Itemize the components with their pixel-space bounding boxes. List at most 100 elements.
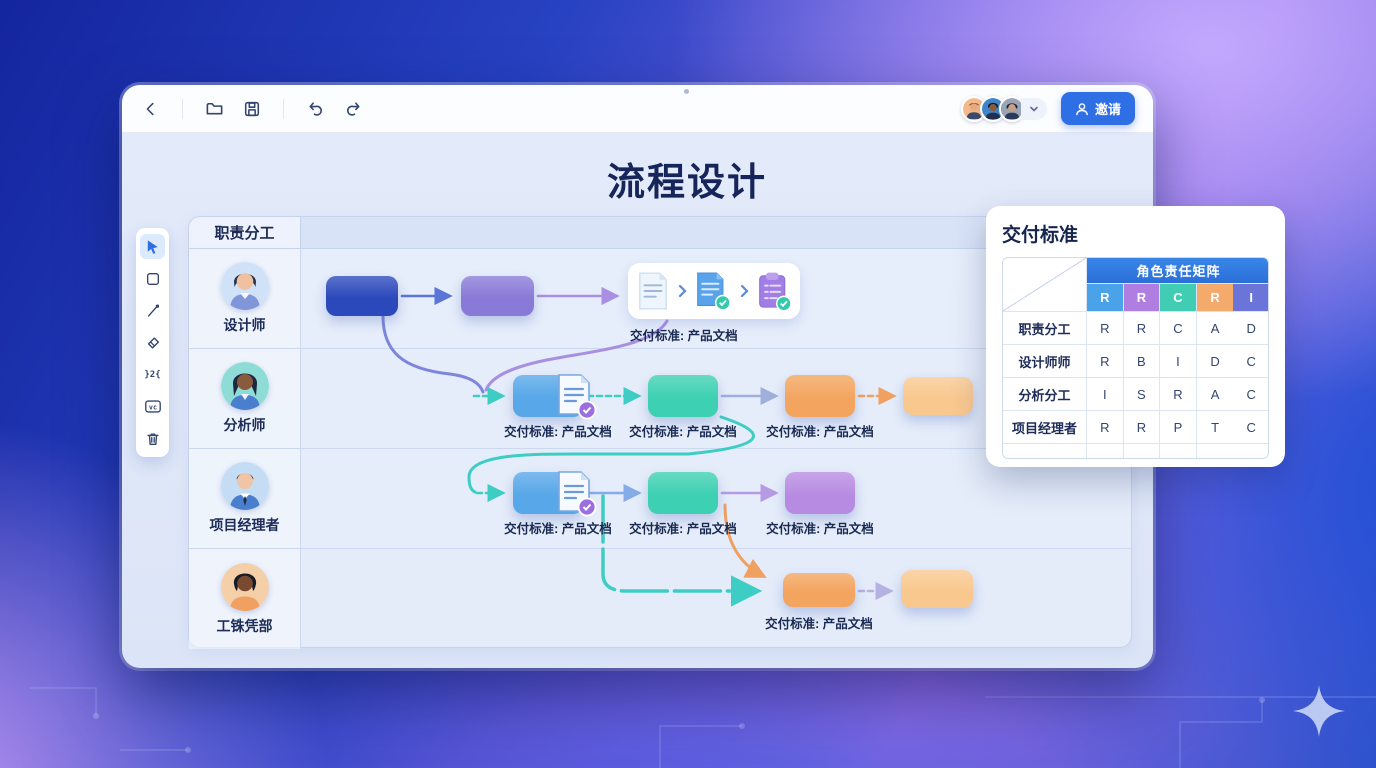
invite-label: 邀请: [1094, 102, 1121, 117]
matrix-cell: C: [1233, 345, 1268, 378]
lane-name: 分析师: [223, 417, 266, 433]
flow-node-output-copy[interactable]: [903, 377, 973, 415]
flow-node-design[interactable]: [461, 276, 534, 316]
redo-icon[interactable]: [342, 98, 364, 120]
matrix-cell: R: [1087, 345, 1124, 378]
matrix-cell: D: [1233, 312, 1268, 345]
matrix-cell: P: [1160, 411, 1197, 444]
ops-avatar: [220, 562, 269, 611]
matrix-row-label: 分析分工: [1003, 378, 1087, 411]
flow-node-analyze[interactable]: [648, 375, 718, 417]
designer-avatar: [220, 262, 269, 310]
lane-flow-area: [301, 549, 1131, 649]
lane-analyst: 分析师: [189, 349, 1131, 449]
flow-node-start[interactable]: [326, 276, 398, 316]
matrix-empty-cell: [1160, 444, 1197, 458]
matrix-cell: D: [1196, 345, 1234, 378]
matrix-cell: S: [1123, 378, 1161, 411]
matrix-chip: I: [1233, 284, 1268, 312]
toolbar-divider: [283, 98, 284, 119]
app-window: 邀请 流程设计 }2{ vc 职责分工: [122, 85, 1153, 668]
undo-icon[interactable]: [304, 98, 326, 120]
invite-button[interactable]: 邀请: [1060, 92, 1135, 125]
lane-designer: 设计师: [189, 249, 1131, 349]
document-icon: [639, 272, 667, 310]
matrix-empty-cell: [1123, 444, 1161, 458]
matrix-chip: C: [1160, 284, 1197, 312]
matrix-cell: A: [1196, 378, 1234, 411]
matrix-cell: I: [1160, 345, 1197, 378]
lane-name: 设计师: [223, 317, 266, 333]
camera-dot: [684, 89, 689, 94]
deliverable-label: 交付标准: 产品文档: [766, 522, 874, 536]
chevron-right-icon: [740, 284, 749, 298]
matrix-corner-cell: [1003, 258, 1087, 312]
matrix-empty-cell: [1087, 444, 1124, 458]
matrix-cell: R: [1123, 411, 1161, 444]
matrix-cell: R: [1160, 378, 1197, 411]
lane-label: 设计师: [189, 249, 301, 348]
pen-tool[interactable]: [140, 298, 165, 323]
numbering-icon: }2{: [144, 369, 161, 380]
window-toolbar: 邀请: [122, 85, 1153, 133]
sparkle-icon: [1292, 684, 1346, 738]
toolbar-divider: [182, 98, 183, 119]
deliverable-label: 交付标准: 产品文档: [765, 617, 873, 631]
deliverable-label: 交付标准: 产品文档: [766, 425, 874, 439]
matrix-cell: A: [1196, 312, 1234, 345]
version-control-tool[interactable]: vc: [140, 394, 165, 419]
document-check-icon: [697, 272, 731, 311]
person-icon: [1076, 102, 1088, 115]
numbering-tool[interactable]: }2{: [140, 362, 165, 387]
matrix-empty-cell: [1233, 444, 1268, 458]
matrix-cell: R: [1087, 312, 1124, 345]
matrix-chip: R: [1123, 284, 1161, 312]
flow-node-analyze-2[interactable]: [648, 472, 718, 514]
deliverable-card[interactable]: [628, 263, 800, 319]
svg-text:vc: vc: [148, 403, 156, 411]
matrix-cell: C: [1233, 378, 1268, 411]
page-title[interactable]: 流程设计: [606, 162, 767, 204]
collaborator-avatars: [960, 95, 1047, 122]
lane-label: 项目经理者: [189, 449, 301, 548]
flow-node-doc-review[interactable]: [513, 375, 583, 417]
shape-tool[interactable]: [140, 266, 165, 291]
raci-matrix-table: 角色责任矩阵 R R C R I 职责分工 R R C A D 设计师师 R B…: [1002, 257, 1269, 459]
clipboard-check-icon: [759, 272, 791, 311]
matrix-row-label: 职责分工: [1003, 312, 1087, 345]
trash-tool[interactable]: [140, 426, 165, 451]
lane-name: 项目经理者: [209, 517, 280, 533]
matrix-row-label: 设计师师: [1003, 345, 1087, 378]
lane-ops: 工铢凭部: [189, 549, 1131, 649]
folder-icon[interactable]: [203, 98, 225, 120]
select-tool[interactable]: [140, 234, 165, 259]
chevron-right-icon: [678, 284, 687, 298]
back-button[interactable]: [140, 98, 162, 120]
board-header-label: 职责分工: [189, 217, 301, 248]
deliverable-label: 交付标准: 产品文档: [629, 522, 737, 536]
eraser-tool[interactable]: [140, 330, 165, 355]
matrix-cell: R: [1087, 411, 1124, 444]
matrix-cell: T: [1196, 411, 1234, 444]
lane-name: 工铢凭部: [216, 617, 273, 634]
matrix-chip: R: [1087, 284, 1124, 312]
save-icon[interactable]: [241, 98, 263, 120]
lane-label: 工铢凭部: [189, 549, 301, 649]
matrix-row-label: 项目经理者: [1003, 411, 1087, 444]
manager-avatar: [220, 462, 269, 510]
flow-node-deliver-copy[interactable]: [901, 570, 973, 608]
matrix-cell: B: [1123, 345, 1161, 378]
flow-node-output[interactable]: [785, 375, 855, 417]
matrix-cell: I: [1087, 378, 1124, 411]
chevron-down-icon[interactable]: [1020, 97, 1047, 120]
flow-node-doc-review-2[interactable]: [513, 472, 583, 514]
flow-node-review[interactable]: [785, 472, 855, 514]
analyst-avatar: [220, 362, 269, 410]
matrix-empty-cell: [1003, 444, 1087, 458]
matrix-header: 角色责任矩阵: [1087, 258, 1268, 284]
flow-node-deliver[interactable]: [783, 573, 855, 607]
deliverable-label: 交付标准: 产品文档: [504, 522, 612, 536]
deliverable-label: 交付标准: 产品文档: [630, 329, 738, 343]
panel-title: 交付标准: [1002, 225, 1079, 246]
avatar[interactable]: [998, 95, 1025, 122]
